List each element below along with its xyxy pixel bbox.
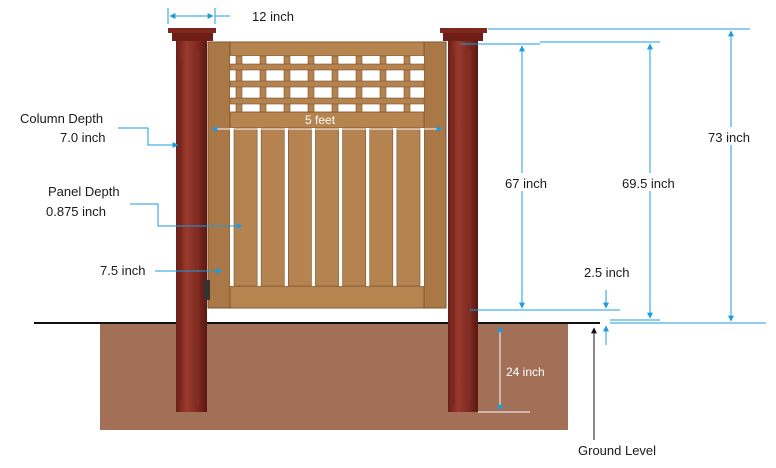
picket <box>342 127 367 287</box>
burial-depth-label: 24 inch <box>506 365 545 379</box>
picket <box>260 127 285 287</box>
lattice-bar <box>229 80 425 88</box>
right-post <box>440 28 487 412</box>
lattice-grid <box>229 55 425 113</box>
picket <box>369 127 394 287</box>
panel-depth-value: 0.875 inch <box>46 204 106 219</box>
picket <box>315 127 339 287</box>
column-depth-title: Column Depth <box>20 111 103 126</box>
panel-height-label: 67 inch <box>505 176 547 191</box>
dim-column-width <box>167 8 230 24</box>
column-depth-leader <box>118 127 179 148</box>
column-width-label: 12 inch <box>252 9 294 24</box>
ground-level-label: Ground Level <box>578 443 656 458</box>
column-depth-value: 7.0 inch <box>60 130 106 145</box>
column-height-label: 73 inch <box>708 130 750 145</box>
picket <box>233 127 258 287</box>
ground-gap-label: 2.5 inch <box>584 265 630 280</box>
panel-depth-leader <box>130 203 243 229</box>
frame-height-label: 69.5 inch <box>622 176 675 191</box>
rail-inset-label: 7.5 inch <box>100 263 146 278</box>
soil-block <box>100 324 568 430</box>
lattice-bar <box>229 97 425 105</box>
dim-column-height <box>488 28 766 324</box>
panel-depth-title: Panel Depth <box>48 184 120 199</box>
lattice-bar <box>229 63 425 71</box>
dim-burial-depth <box>478 326 530 413</box>
dim-ground-gap <box>470 290 620 345</box>
gate-width-label: 5 feet <box>305 113 336 127</box>
picket <box>396 127 421 287</box>
picket <box>287 127 312 287</box>
pickets <box>233 127 421 287</box>
